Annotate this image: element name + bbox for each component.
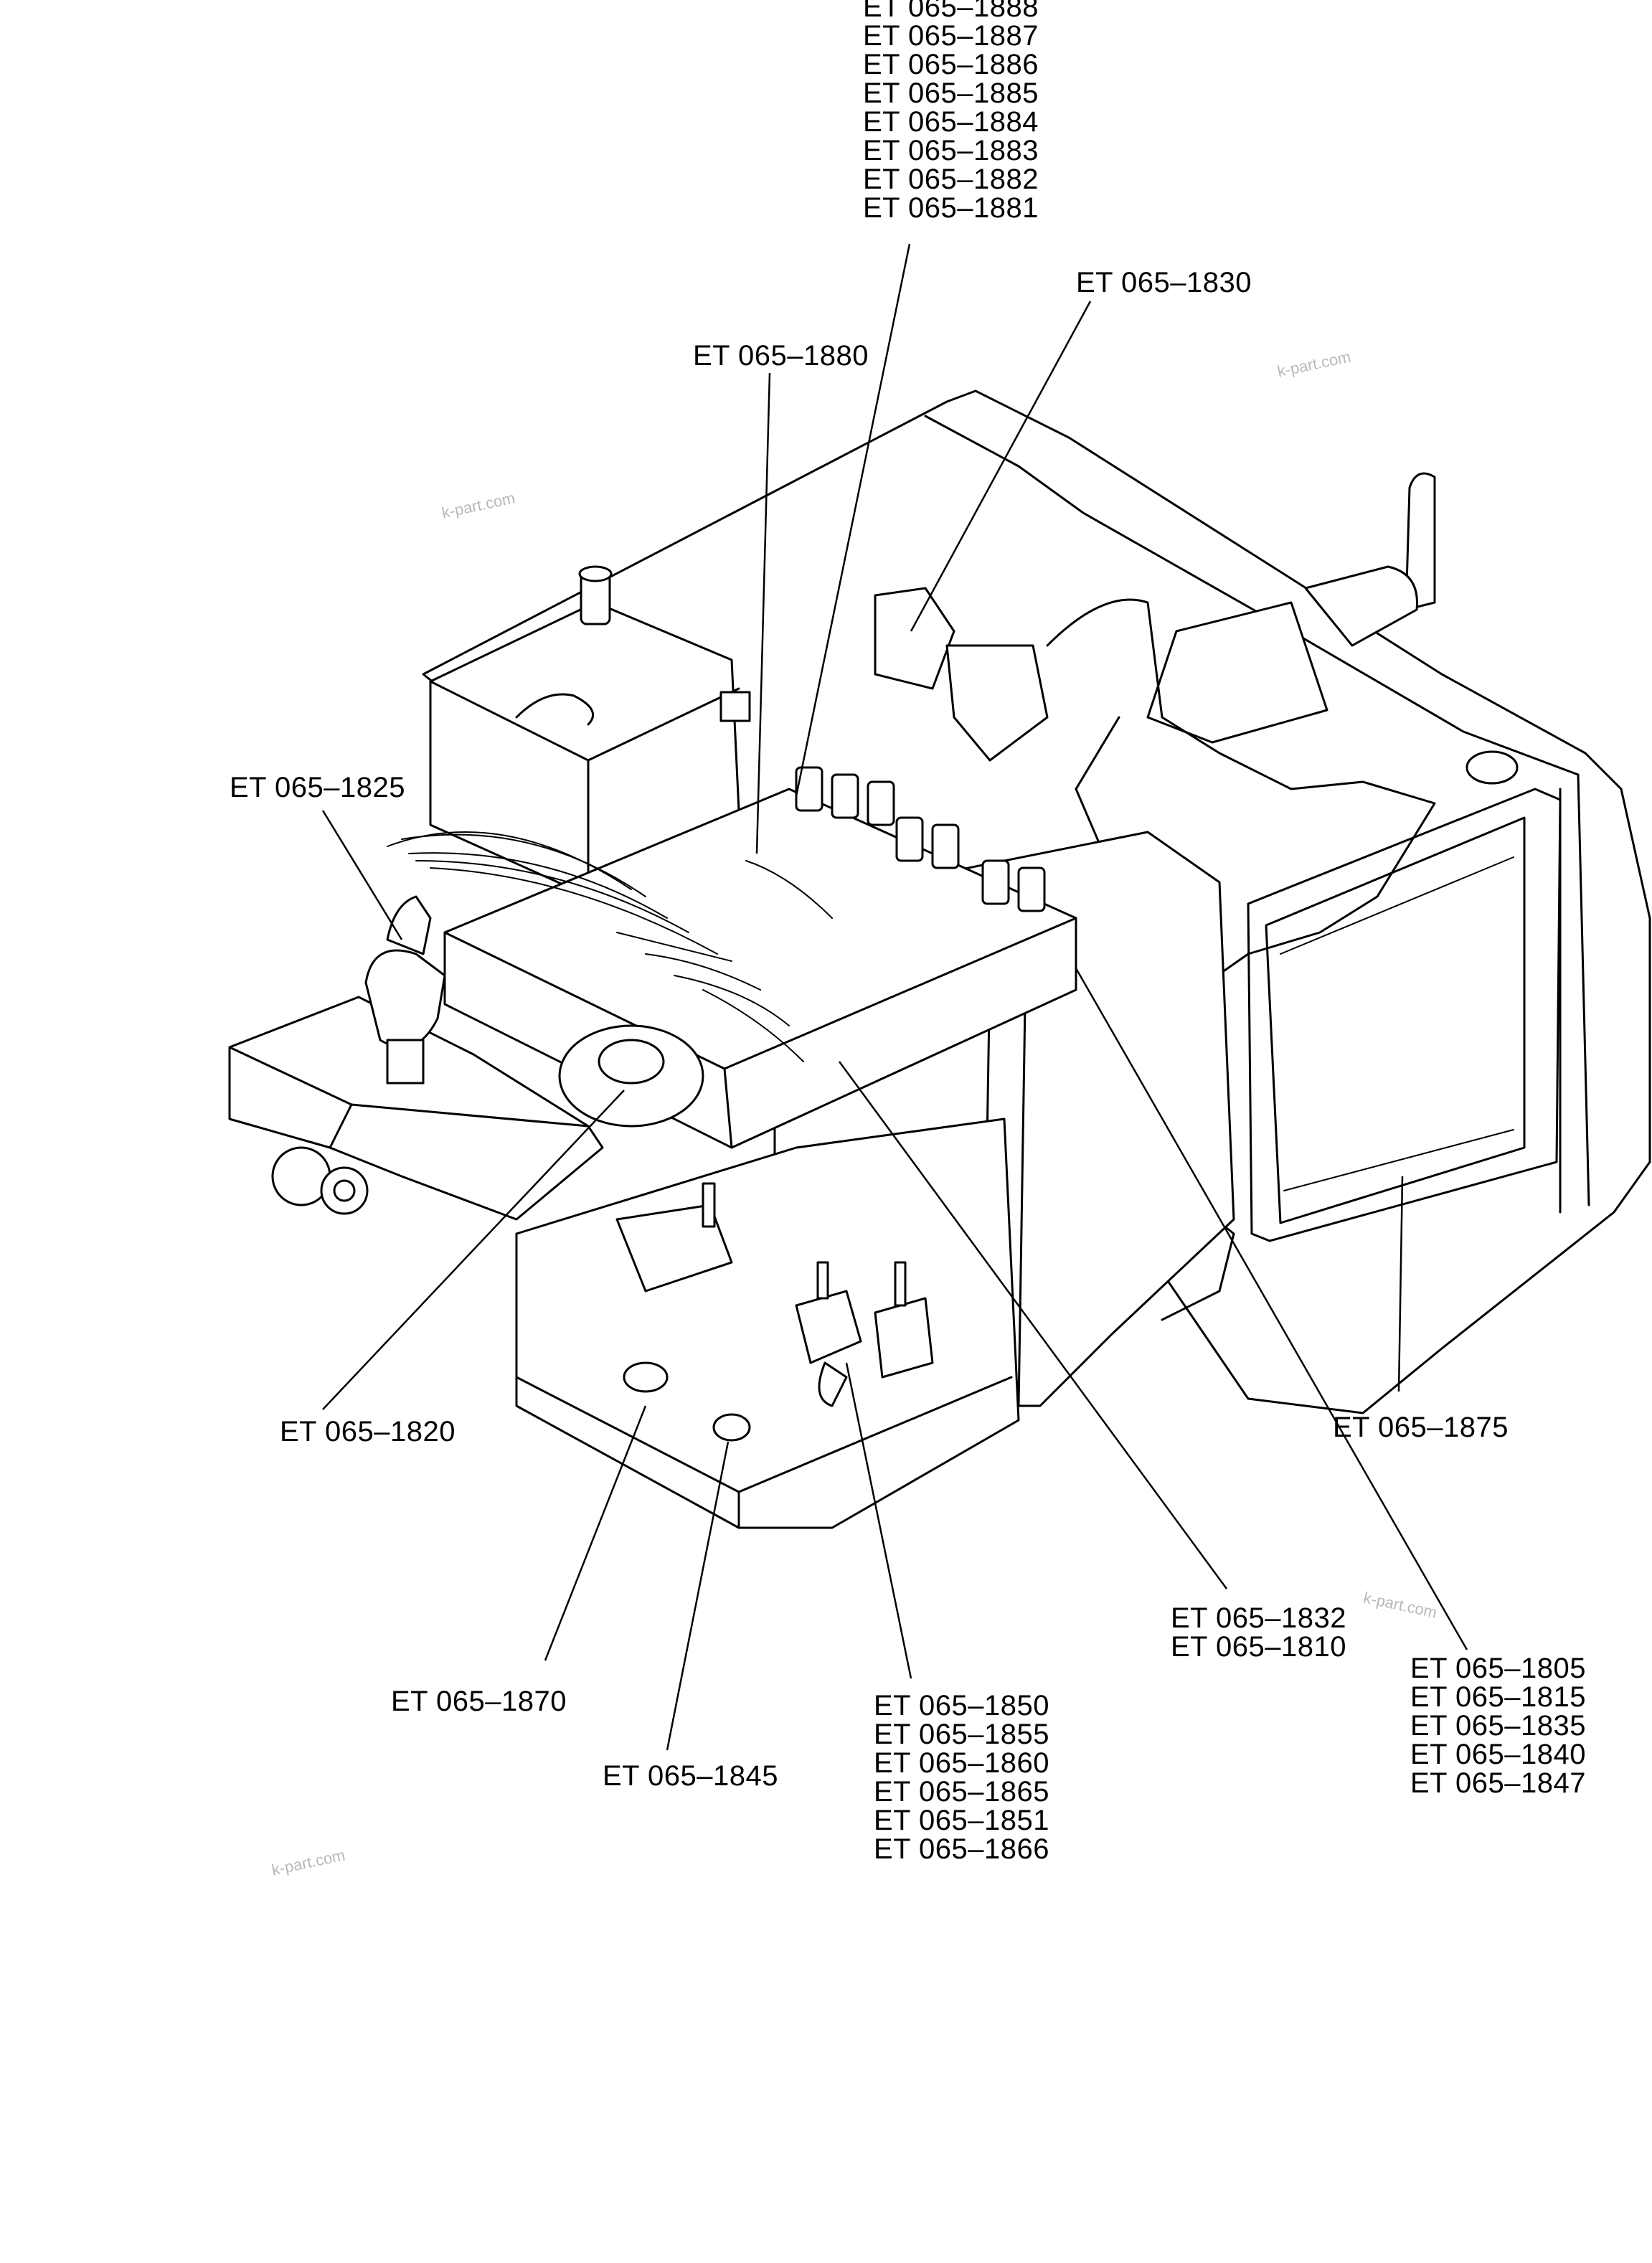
leader-1870: [544, 1405, 647, 1661]
callout-group-1850-1866: ET 065–1850 ET 065–1855 ET 065–1860 ET 0…: [874, 1691, 1049, 1863]
callout-group-1805-1847: ET 065–1805 ET 065–1815 ET 065–1835 ET 0…: [1410, 1654, 1586, 1797]
callout-label: ET 065–1881: [863, 192, 1039, 224]
callout-group-1881-1888: ET 065–1888 ET 065–1887 ET 065–1886 ET 0…: [863, 0, 1039, 222]
callout-label: ET 065–1884: [863, 106, 1039, 138]
callout-label: ET 065–1850: [874, 1690, 1049, 1721]
callout-label: ET 065–1866: [874, 1833, 1049, 1865]
callout-label: ET 065–1883: [863, 135, 1039, 166]
callout-label: ET 065–1886: [863, 49, 1039, 80]
pressure-switch-left: [364, 895, 446, 1085]
callout-label: ET 065–1805: [1410, 1653, 1586, 1684]
radiator-cap: [1465, 750, 1519, 785]
callout-1875: ET 065–1875: [1333, 1412, 1509, 1443]
callout-1880: ET 065–1880: [693, 340, 869, 372]
callout-label: ET 065–1810: [1171, 1631, 1346, 1663]
leader-1845: [666, 1441, 730, 1751]
leader-1825: [321, 810, 403, 940]
sensor-1830: [874, 587, 955, 690]
callout-label: ET 065–1847: [1410, 1767, 1586, 1799]
callout-label: ET 065–1815: [1410, 1681, 1586, 1713]
leader-1875: [1397, 1176, 1404, 1392]
relay-1880: [719, 691, 751, 722]
leader-1820: [322, 1090, 625, 1410]
callout-label: ET 065–1840: [1410, 1739, 1586, 1770]
callout-label: ET 065–1885: [863, 77, 1039, 109]
callout-label: ET 065–1860: [874, 1747, 1049, 1779]
muffler: [1304, 565, 1418, 647]
callout-1870: ET 065–1870: [391, 1686, 567, 1717]
leader-1830: [910, 301, 1092, 632]
callout-label: ET 065–1888: [863, 0, 1039, 23]
callout-1820: ET 065–1820: [280, 1416, 456, 1447]
valve-spools: [795, 766, 1046, 912]
callout-label: ET 065–1865: [874, 1776, 1049, 1808]
callout-label: ET 065–1851: [874, 1805, 1049, 1836]
callout-1845: ET 065–1845: [603, 1760, 778, 1792]
callout-label: ET 065–1887: [863, 20, 1039, 52]
callout-1830: ET 065–1830: [1076, 267, 1252, 298]
callout-label: ET 065–1835: [1410, 1710, 1586, 1742]
leader-1832-1810: [838, 1061, 1228, 1589]
leader-1805-1847: [1075, 968, 1468, 1650]
callout-label: ET 065–1832: [1171, 1602, 1346, 1634]
radiator-core: [1265, 816, 1526, 1224]
air-cleaner: [1146, 601, 1328, 744]
solenoid-b: [795, 1290, 862, 1364]
callout-label: ET 065–1882: [863, 164, 1039, 195]
leader-1881-1888: [795, 243, 911, 797]
leader-1850-1866: [845, 1362, 912, 1679]
exhaust-pipe: [1405, 472, 1436, 611]
callout-label: ET 065–1855: [874, 1719, 1049, 1750]
callout-1825: ET 065–1825: [230, 772, 405, 803]
leader-1880: [755, 372, 771, 854]
hose-bundle: [387, 831, 833, 1062]
callout-group-1832-1810: ET 065–1832 ET 065–1810: [1171, 1604, 1346, 1661]
solenoid-c: [874, 1297, 934, 1379]
